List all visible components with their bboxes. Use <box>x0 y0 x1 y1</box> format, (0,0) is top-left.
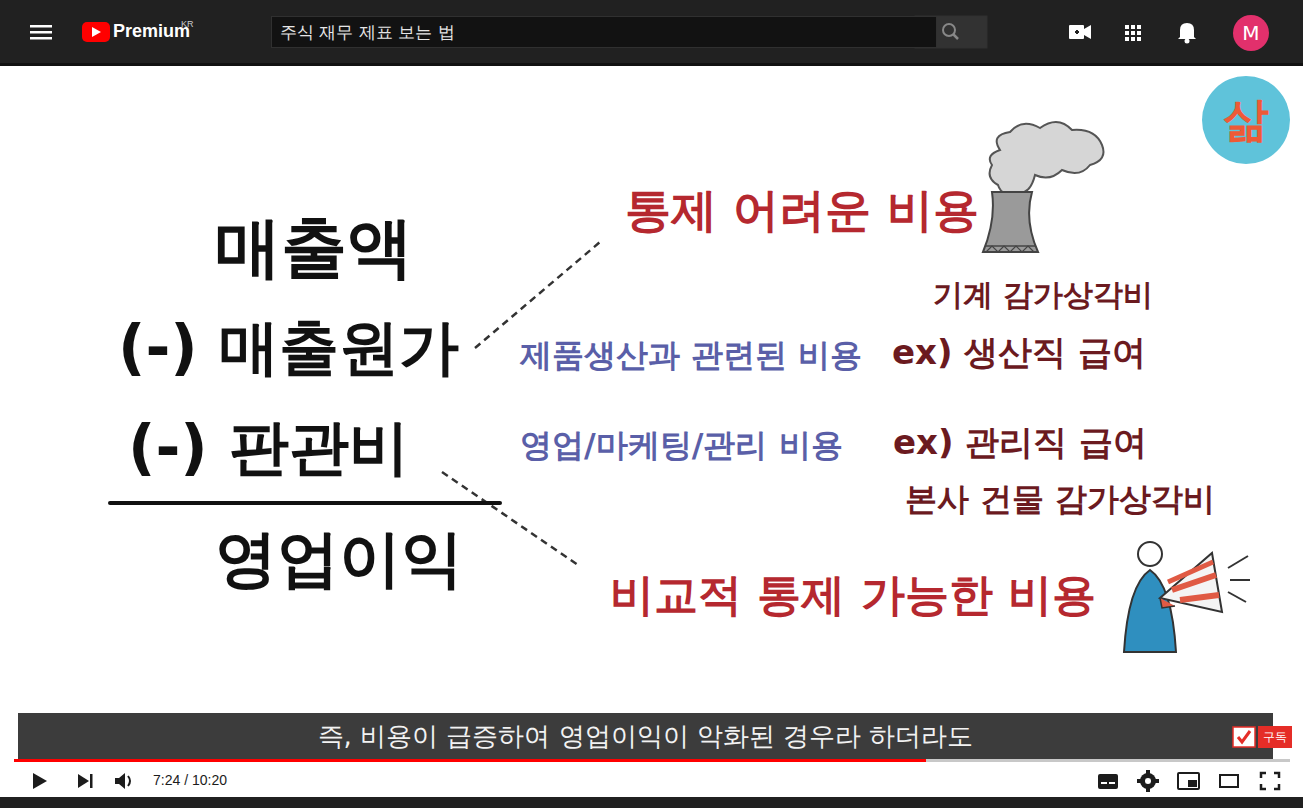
progress-played <box>14 759 926 762</box>
cost-description: 제품생산과 관련된 비용 <box>520 337 862 374</box>
time-display: 7:24 / 10:20 <box>153 772 227 788</box>
create-video-icon <box>1069 25 1091 39</box>
cost-example: 기계 감가상각비 <box>933 278 1153 313</box>
subscribe-button: 구독 <box>1232 726 1292 748</box>
cost-example: ex) 관리직 급여 <box>893 423 1147 462</box>
formula-term: 매출액 <box>215 210 413 286</box>
avatar-circle: M <box>1233 15 1269 51</box>
formula-term: (-) 매출원가 <box>118 313 459 382</box>
cost-category: 비교적 통제 가능한 비용 <box>610 570 1096 621</box>
fullscreen-icon <box>1261 773 1279 789</box>
progress-track <box>14 759 1290 762</box>
youtube-logo-play <box>92 27 101 37</box>
check-icon <box>1232 726 1256 748</box>
leader-line <box>475 242 600 348</box>
subscribe-button-text: 구독 <box>1258 726 1292 748</box>
bottom-edge <box>0 797 1303 808</box>
channel-logo: 삶 <box>1202 76 1290 164</box>
volume-icon <box>115 773 130 789</box>
subtitles-icon <box>1098 774 1118 789</box>
top-bar-edge <box>0 63 1303 66</box>
avatar-circle-text: M <box>1242 21 1259 45</box>
megaphone-person-illustration <box>1124 542 1250 652</box>
bell-icon <box>1178 23 1196 44</box>
play-icon <box>33 773 47 789</box>
next-icon <box>78 774 93 788</box>
cost-description: 영업/마케팅/관리 비용 <box>520 427 843 464</box>
cost-category: 통제 어려운 비용 <box>625 185 979 237</box>
factory-illustration <box>983 122 1104 252</box>
formula-result: 영업이익 <box>215 523 463 594</box>
brand-name: Premium <box>113 21 190 42</box>
menu-icon <box>30 25 52 40</box>
top-bar <box>0 0 1303 66</box>
youtube-logo <box>82 22 110 42</box>
miniplayer-icon <box>1178 773 1199 789</box>
channel-logo-text: 삶 <box>1223 89 1269 151</box>
formula-term: (-) 판관비 <box>128 413 409 482</box>
settings-icon <box>1137 770 1159 792</box>
theater-icon <box>1220 775 1238 787</box>
region-code: KR <box>181 19 194 29</box>
cost-example: ex) 생산직 급여 <box>892 333 1146 372</box>
search-box-text: 주식 재무 제표 보는 법 <box>272 17 936 47</box>
search-box: 주식 재무 제표 보는 법 <box>271 16 937 48</box>
subtitle-band: 즉, 비용이 급증하여 영업이익이 악화된 경우라 하더라도 <box>18 713 1273 759</box>
subtitle-band-text: 즉, 비용이 급증하여 영업이익이 악화된 경우라 하더라도 <box>318 719 974 754</box>
apps-icon <box>1125 25 1141 41</box>
cost-example: 본사 건물 감가상각비 <box>905 481 1215 518</box>
sum-rule <box>110 501 500 505</box>
